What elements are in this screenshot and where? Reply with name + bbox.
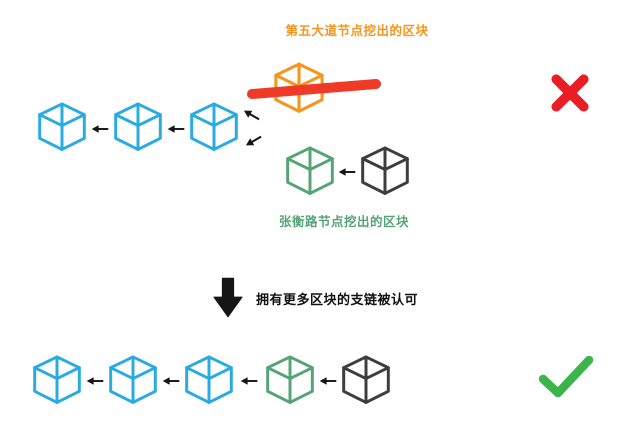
label-zhangheng-block: 张衡路节点挖出的区块 — [278, 215, 409, 229]
green-check-icon — [539, 356, 593, 398]
down-arrow-icon — [212, 276, 244, 320]
left-arrow-icon — [319, 375, 337, 387]
left-arrow-icon — [86, 375, 104, 387]
fork-arrow-lower-icon — [242, 131, 264, 151]
left-arrow-icon — [338, 166, 356, 178]
block-icon-blue-2 — [110, 100, 166, 156]
block-icon-dark-2 — [338, 353, 394, 409]
block-icon-green — [282, 144, 338, 200]
left-arrow-icon — [162, 375, 180, 387]
block-icon-blue-5 — [105, 353, 161, 409]
label-fifth-avenue-block: 第五大道节点挖出的区块 — [285, 24, 429, 38]
block-icon-blue-3 — [186, 100, 242, 156]
left-arrow-icon — [91, 123, 109, 135]
red-cross-icon — [548, 71, 592, 115]
block-icon-blue-6 — [181, 353, 237, 409]
strikethrough-icon — [246, 78, 382, 100]
left-arrow-icon — [240, 375, 258, 387]
left-arrow-icon — [167, 123, 185, 135]
label-caption: 拥有更多区块的支链被认可 — [256, 292, 419, 307]
block-icon-blue-1 — [34, 100, 90, 156]
block-icon-blue-4 — [29, 353, 85, 409]
block-icon-green-2 — [262, 353, 318, 409]
fork-arrow-upper-icon — [240, 105, 262, 125]
block-icon-dark — [357, 144, 413, 200]
